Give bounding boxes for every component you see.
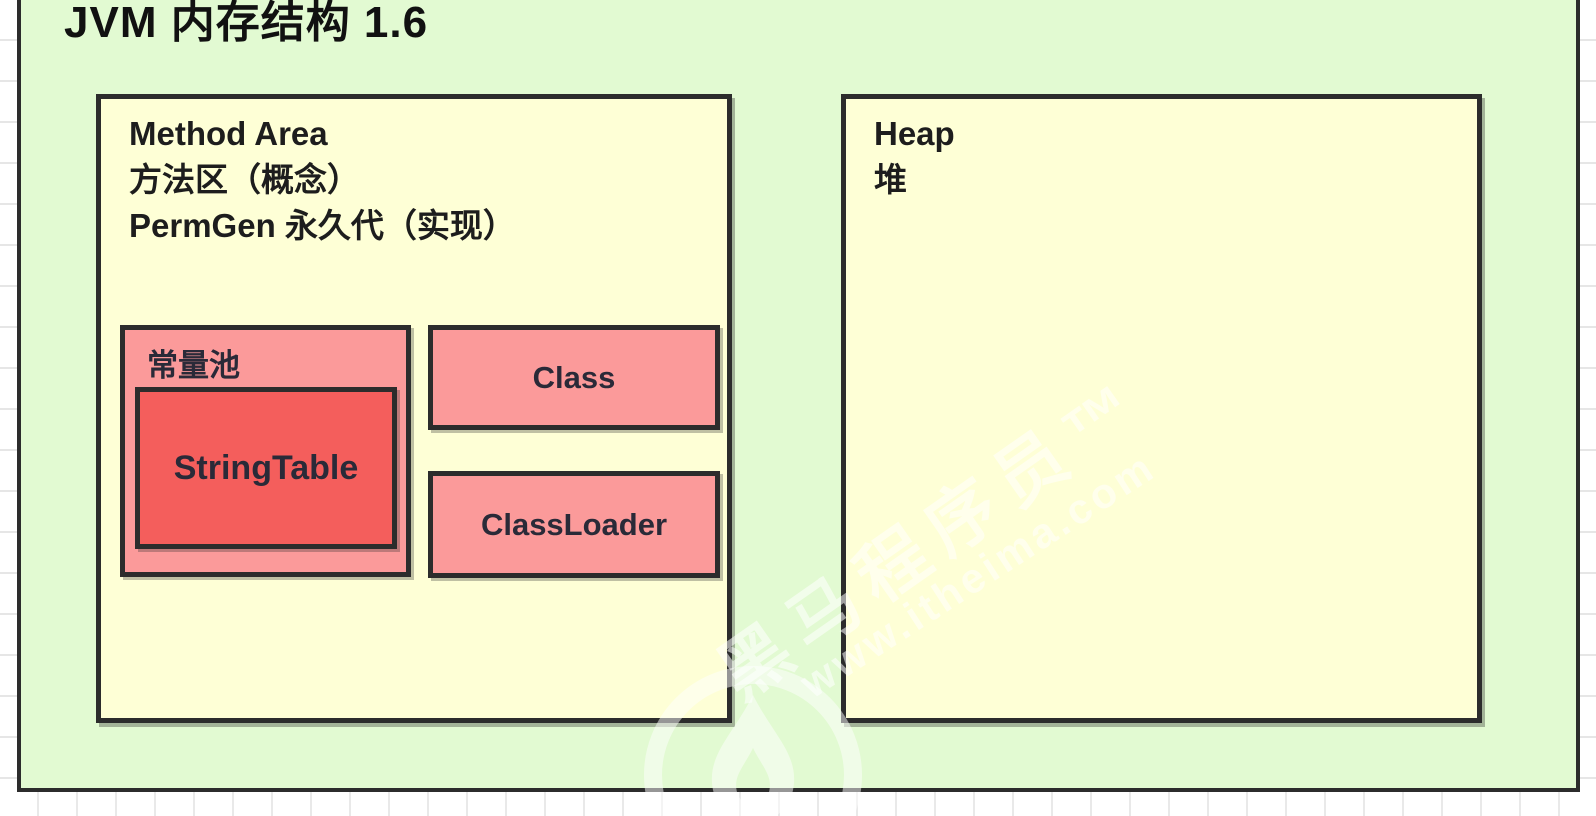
class-box: Class <box>428 325 720 430</box>
constant-pool-label: 常量池 <box>147 348 240 383</box>
method-area-title: Method Area <box>129 115 328 152</box>
constant-pool-box: 常量池 StringTable <box>120 325 411 577</box>
classloader-label: ClassLoader <box>480 506 668 542</box>
string-table-box: StringTable <box>135 387 397 549</box>
method-area-subtitle-cn: 方法区（概念） <box>129 161 360 198</box>
spreadsheet-grid-bottom <box>0 790 1596 816</box>
heap-box: Heap 堆 <box>841 94 1482 723</box>
heap-heading: Heap 堆 <box>846 99 1477 203</box>
diagram-title: JVM 内存结构 1.6 <box>64 0 429 47</box>
heap-title: Heap <box>874 115 955 152</box>
classloader-box: ClassLoader <box>428 471 720 578</box>
spreadsheet-grid-right <box>1578 0 1596 816</box>
class-label: Class <box>532 359 616 395</box>
method-area-subtitle-permgen: PermGen 永久代（实现） <box>129 207 516 244</box>
method-area-box: Method Area 方法区（概念） PermGen 永久代（实现） 常量池 … <box>96 94 732 723</box>
heap-subtitle-cn: 堆 <box>874 161 907 198</box>
string-table-label: StringTable <box>173 448 359 487</box>
spreadsheet-grid-left <box>0 0 18 816</box>
method-area-heading: Method Area 方法区（概念） PermGen 永久代（实现） <box>101 99 727 249</box>
